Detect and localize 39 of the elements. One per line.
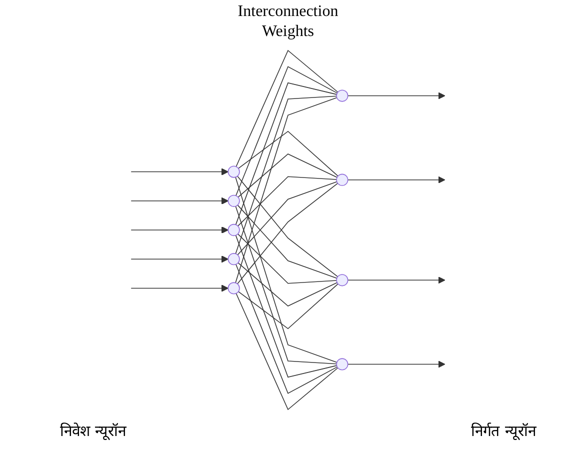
neuron-dot xyxy=(336,90,348,102)
connector xyxy=(236,50,338,167)
connector xyxy=(236,264,338,394)
connector xyxy=(237,234,337,284)
arrow xyxy=(130,284,228,292)
connector xyxy=(236,66,338,196)
connector xyxy=(238,130,338,176)
connector xyxy=(237,176,337,226)
arrow xyxy=(347,176,446,184)
weights-label: Interconnection Weights xyxy=(236,2,340,42)
arrow xyxy=(130,226,228,234)
neuron-dot xyxy=(228,282,240,294)
connector xyxy=(238,154,338,198)
neuron-dot xyxy=(336,274,348,286)
layer-label: निवेश न्यूरॉन xyxy=(60,421,126,440)
neuron-dot xyxy=(228,194,240,207)
neuron-dot xyxy=(336,174,348,186)
connector xyxy=(238,262,338,306)
arrow xyxy=(130,168,228,176)
connector xyxy=(235,96,337,254)
connector xyxy=(235,97,338,284)
arrow xyxy=(130,256,228,263)
connector xyxy=(237,181,338,256)
connector xyxy=(235,206,337,364)
layer-label: निर्गत न्यूरॉन xyxy=(471,421,536,440)
neuron-dot xyxy=(336,358,348,370)
connector xyxy=(235,176,338,363)
connector xyxy=(236,293,338,410)
neuron-dot xyxy=(228,253,240,266)
neuron-dot xyxy=(228,166,240,178)
arrow xyxy=(347,276,446,284)
arrow xyxy=(347,360,446,368)
connector xyxy=(237,204,338,279)
neuron-dot xyxy=(228,224,240,236)
arrow xyxy=(347,92,446,100)
connector xyxy=(238,284,338,330)
arrow xyxy=(130,197,228,204)
connector xyxy=(235,234,338,378)
connector xyxy=(235,82,338,226)
